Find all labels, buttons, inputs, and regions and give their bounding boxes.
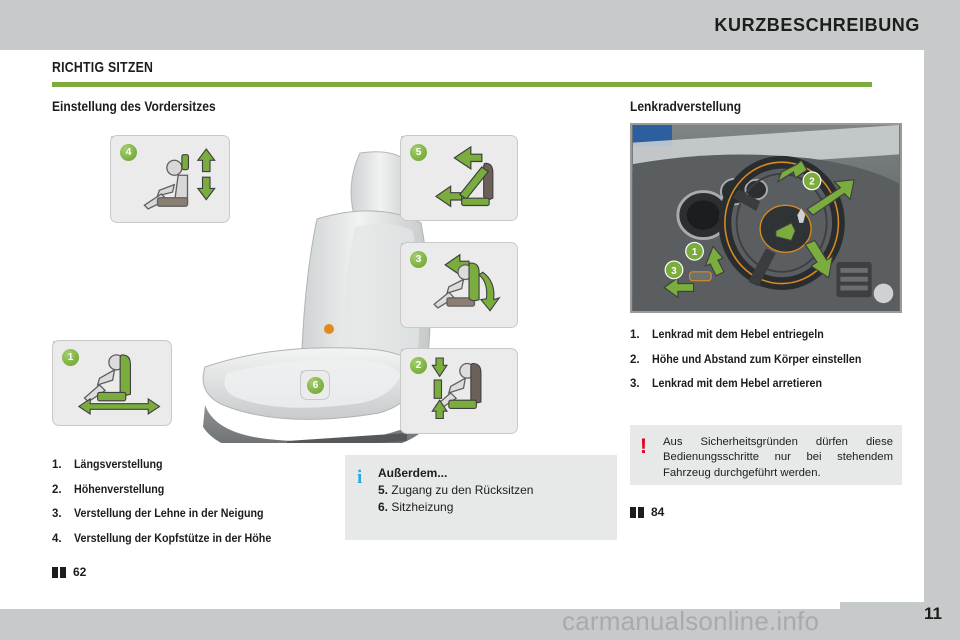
list-item: 3. Verstellung der Lehne in der Neigung	[52, 507, 332, 522]
info-box-title: Außerdem...	[378, 466, 448, 480]
chapter-title: KURZBESCHREIBUNG	[714, 15, 920, 35]
info-box-item: 6. Sitzheizung	[378, 499, 607, 516]
steering-wheel-list: 1. Lenkrad mit dem Hebel entriegeln 2. H…	[630, 328, 905, 402]
callout-badge: 4	[120, 144, 137, 161]
info-item-text: Sitzheizung	[391, 500, 454, 515]
list-item-number: 1.	[630, 329, 640, 341]
info-icon: i	[357, 467, 363, 488]
callout-badge: 5	[410, 144, 427, 161]
callout-badge: 6	[307, 377, 324, 394]
additional-info-box: i Außerdem... 5. Zugang zu den Rücksitze…	[345, 455, 617, 540]
steering-wheel-photo: 1 2 3	[630, 123, 902, 313]
rear-access-icon	[425, 140, 513, 216]
seat-height-icon	[425, 353, 513, 429]
headrest-height-icon	[135, 140, 225, 218]
svg-text:3: 3	[671, 266, 677, 277]
right-column-heading: Lenkradverstellung	[630, 98, 742, 114]
list-item-number: 3.	[52, 508, 62, 521]
list-item-number: 2.	[630, 353, 640, 366]
book-icon	[52, 566, 67, 578]
footer-white-strip	[0, 602, 840, 609]
list-item-text: Verstellung der Lehne in der Neigung	[74, 508, 264, 521]
page-reference-number: 84	[651, 505, 665, 519]
section-divider	[52, 82, 872, 87]
info-item-text: Zugang zu den Rücksitzen	[391, 483, 534, 497]
info-item-number: 5.	[378, 483, 389, 497]
list-item-text: Lenkrad mit dem Hebel arretieren	[652, 378, 823, 391]
list-item: 1. Längsverstellung	[52, 458, 332, 473]
list-item-text: Höhe und Abstand zum Körper einstellen	[652, 353, 862, 366]
page-sheet: RICHTIG SITZEN Einstellung des Vordersit…	[0, 50, 924, 602]
section-title: RICHTIG SITZEN	[52, 59, 154, 76]
warning-text: Aus Sicherheitsgründen dürfen diese Bedi…	[663, 436, 893, 479]
callout-2: 2	[400, 348, 518, 434]
wheel-page-reference[interactable]: 84	[630, 505, 664, 519]
callout-3: 3	[400, 242, 518, 328]
list-item: 3. Lenkrad mit dem Hebel arretieren	[630, 377, 905, 392]
svg-text:1: 1	[692, 247, 698, 258]
callout-badge: 2	[410, 357, 427, 374]
page-reference-number: 62	[73, 565, 87, 579]
list-item-number: 4.	[52, 533, 62, 546]
callout-badge: 3	[410, 251, 427, 268]
page-number: 11	[924, 604, 942, 623]
list-item-text: Lenkrad mit dem Hebel entriegeln	[652, 329, 824, 341]
list-item-text: Verstellung der Kopfstütze in der Höhe	[74, 533, 272, 546]
seat-page-reference[interactable]: 62	[52, 565, 86, 579]
list-item-text: Längsverstellung	[74, 459, 163, 471]
list-item-number: 3.	[630, 378, 640, 391]
exclamation-icon: !	[640, 435, 647, 458]
steering-wheel-drawing: 1 2 3	[632, 125, 900, 311]
safety-warning-box: ! Aus Sicherheitsgründen dürfen diese Be…	[630, 425, 902, 485]
list-item-number: 2.	[52, 483, 62, 496]
list-item: 4. Verstellung der Kopfstütze in der Höh…	[52, 532, 332, 547]
callout-1: 1	[52, 340, 172, 426]
left-column-heading: Einstellung des Vordersitzes	[52, 98, 216, 114]
seat-adjustment-list: 1. Längsverstellung 2. Höhenverstellung …	[52, 458, 332, 557]
right-margin	[924, 50, 960, 602]
backrest-tilt-icon	[425, 247, 513, 323]
svg-text:2: 2	[809, 177, 815, 188]
list-item-text: Höhenverstellung	[74, 483, 165, 496]
callout-6: 6	[300, 370, 330, 400]
book-icon	[630, 506, 645, 518]
callout-4: 4	[110, 135, 230, 223]
info-box-item: 5. Zugang zu den Rücksitzen	[378, 482, 607, 499]
list-item: 2. Höhenverstellung	[52, 483, 332, 498]
list-item: 2. Höhe und Abstand zum Körper einstelle…	[630, 353, 905, 368]
chapter-band: KURZBESCHREIBUNG	[0, 0, 960, 50]
seat-length-icon	[77, 345, 167, 421]
list-item-number: 1.	[52, 459, 62, 471]
info-item-number: 6.	[378, 500, 389, 515]
list-item: 1. Lenkrad mit dem Hebel entriegeln	[630, 328, 905, 343]
watermark: carmanualsonline.info	[562, 606, 820, 636]
callout-5: 5	[400, 135, 518, 221]
callout-badge: 1	[62, 349, 79, 366]
